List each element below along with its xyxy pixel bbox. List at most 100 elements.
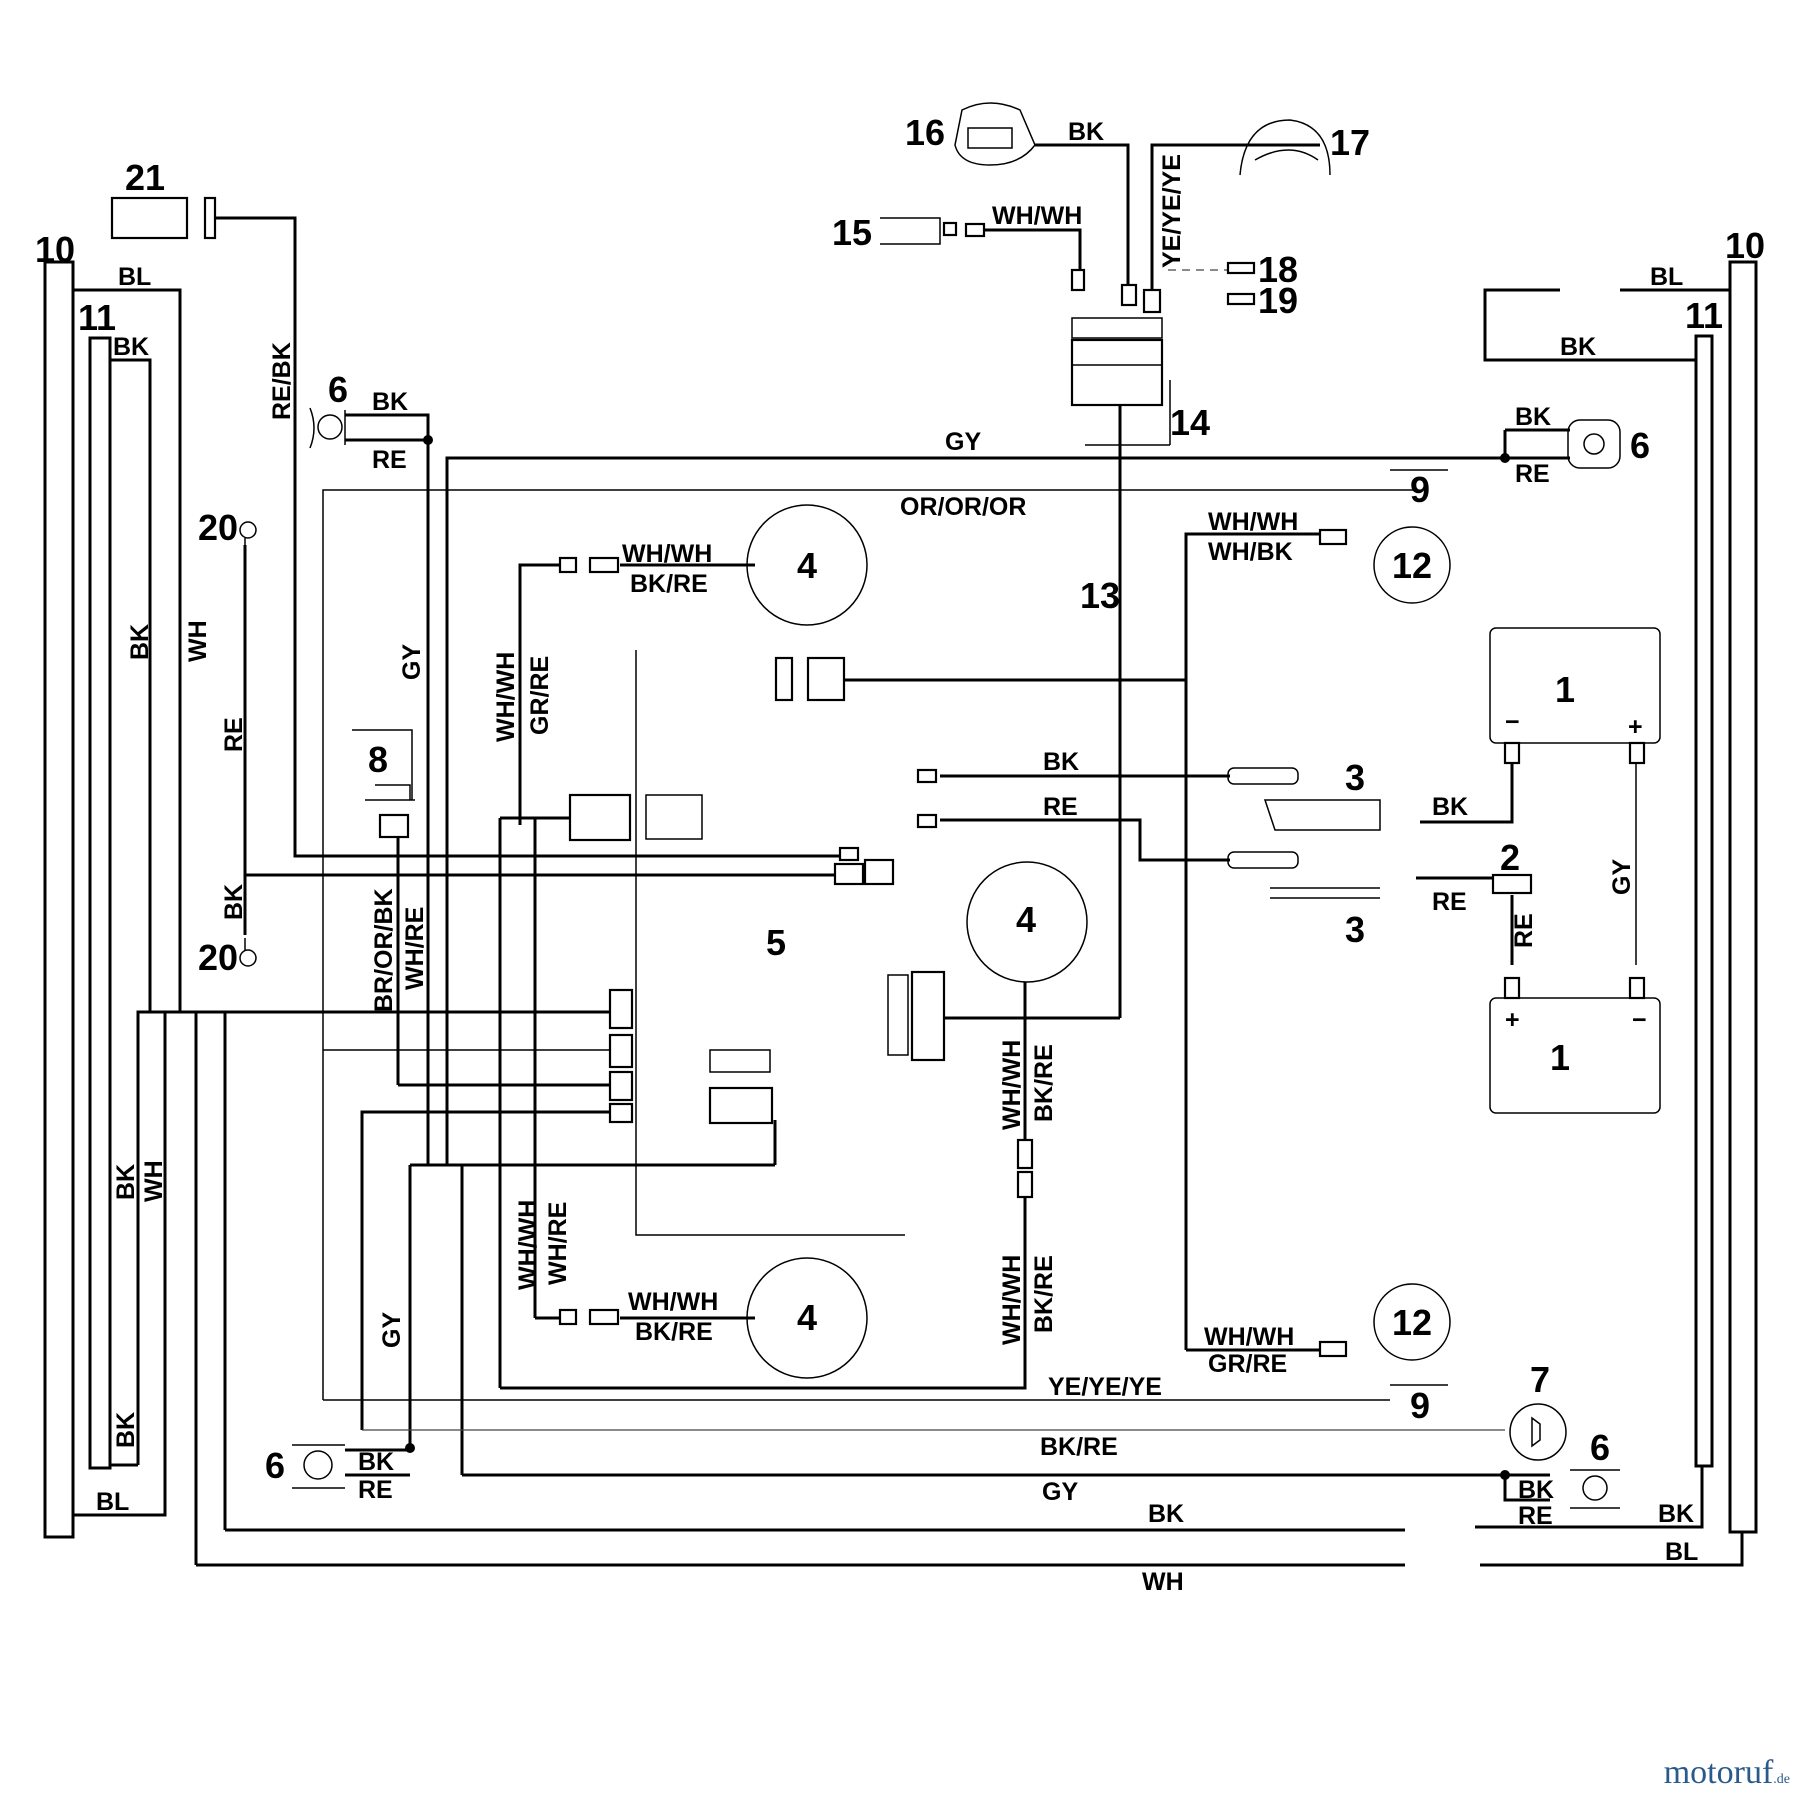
component-14-control-unit — [1070, 268, 1164, 407]
component-6-bottom-left — [292, 1444, 345, 1489]
wire-label-vertical: WH/WH — [492, 652, 520, 742]
component-4-motor-top — [746, 504, 868, 626]
label-6-top-right: 6 — [1630, 425, 1650, 466]
watermark-brand: motoruf — [1663, 1754, 1774, 1791]
wire-label: BL — [1665, 1538, 1698, 1566]
junction-dots — [405, 435, 1510, 1480]
wire-label-vertical: BK/RE — [1030, 1044, 1058, 1122]
wire-label: GR/RE — [1208, 1350, 1287, 1378]
wire-label: BK — [372, 388, 408, 416]
wire-label-vertical: BK — [112, 1412, 140, 1448]
wire-label: WH — [1142, 1568, 1184, 1596]
wire-label: BK — [1432, 793, 1468, 821]
wire-lines — [43, 143, 1758, 1567]
label-1-top: 1 — [1555, 669, 1575, 710]
rail-11-left — [88, 336, 112, 1470]
label-4-top: 4 — [797, 545, 817, 586]
label-19: 19 — [1258, 280, 1298, 321]
wire-label-vertical: BK — [112, 1164, 140, 1200]
label-6-top-left: 6 — [328, 369, 348, 410]
wire-label: BK — [113, 333, 149, 361]
watermark-logo: motoruf.de — [1664, 1754, 1790, 1792]
wire-label: WH/WH — [1208, 508, 1298, 536]
component-6-bottom-right — [1570, 1469, 1620, 1509]
wire-label: BK — [1043, 748, 1079, 776]
component-6-top-right — [1567, 419, 1621, 469]
wire-label: YE/YE/YE — [1048, 1373, 1162, 1401]
wire-label: WH/BK — [1208, 538, 1293, 566]
label-8: 8 — [368, 739, 388, 780]
label-2: 2 — [1500, 837, 1520, 878]
wire-label: WH/WH — [622, 540, 712, 568]
label-10-right: 10 — [1725, 225, 1765, 266]
wire-label: WH/WH — [1204, 1323, 1294, 1351]
label-4-bottom: 4 — [797, 1297, 817, 1338]
wire-label-vertical: RE/BK — [268, 342, 296, 420]
label-9-bottom: 9 — [1410, 1385, 1430, 1426]
component-20-bottom — [239, 938, 257, 967]
component-6-top-left — [309, 407, 346, 449]
label-10-left: 10 — [35, 229, 75, 270]
wire-label-vertical: BK — [220, 884, 248, 920]
wire-label: BK — [1560, 333, 1596, 361]
component-18-fuse — [1226, 261, 1256, 275]
label-16: 16 — [905, 112, 945, 153]
label-21: 21 — [125, 157, 165, 198]
battery-minus-top: − — [1505, 708, 1520, 736]
wire-label: BL — [118, 263, 151, 291]
wire-label: WH/WH — [992, 202, 1082, 230]
wire-label: BL — [1650, 263, 1683, 291]
wire-label: BK — [358, 1448, 394, 1476]
wire-label: BK — [1068, 118, 1104, 146]
component-12-bottom — [1373, 1283, 1451, 1361]
wire-label-vertical: WH/RE — [544, 1202, 572, 1285]
wire-label: RE — [1515, 460, 1550, 488]
wire-label: GY — [945, 428, 981, 456]
component-3-plug-bottom — [1227, 851, 1380, 899]
label-15: 15 — [832, 212, 872, 253]
component-16-dashboard — [954, 102, 1036, 166]
wire-label-vertical: RE — [220, 717, 248, 752]
battery-plus-top: + — [1628, 713, 1643, 741]
component-4-motor-middle — [966, 861, 1088, 983]
wire-label: RE — [358, 1476, 393, 1504]
label-20-bottom: 20 — [198, 937, 238, 978]
wire-label-vertical: BR/OR/BK — [370, 888, 398, 1012]
label-20-top: 20 — [198, 507, 238, 548]
wire-label: BK — [1518, 1476, 1554, 1504]
component-4-motor-bottom — [746, 1257, 868, 1379]
wire-label: BK/RE — [630, 570, 708, 598]
component-17-cover — [1239, 119, 1331, 176]
wire-label: RE — [372, 446, 407, 474]
wire-label-vertical: WH/WH — [514, 1200, 542, 1290]
battery-plus-bottom: + — [1505, 1006, 1520, 1034]
component-3-plug-top — [1227, 767, 1381, 831]
wire-label-vertical: YE/YE/YE — [1158, 154, 1186, 268]
label-4-middle: 4 — [1016, 899, 1036, 940]
wire-label-vertical: RE — [1510, 913, 1538, 948]
label-12-top: 12 — [1392, 545, 1432, 586]
label-12-bottom: 12 — [1392, 1302, 1432, 1343]
wire-label-vertical: WH/WH — [998, 1255, 1026, 1345]
component-1-battery-top — [1489, 627, 1661, 765]
wire-label-vertical: GY — [1608, 859, 1636, 895]
wire-label: WH/WH — [628, 1288, 718, 1316]
component-7-horn — [1509, 1403, 1567, 1461]
wire-label-vertical: GY — [378, 1312, 406, 1348]
rail-10-left — [43, 260, 75, 1539]
rail-11-right — [1694, 334, 1714, 1468]
wire-label-vertical: WH — [184, 620, 212, 662]
wire-label-vertical: BK — [126, 624, 154, 660]
label-3-bottom: 3 — [1345, 909, 1365, 950]
label-14: 14 — [1170, 402, 1210, 443]
wire-label-vertical: BK/RE — [1030, 1255, 1058, 1333]
component-5-connectors — [352, 528, 1348, 1358]
wire-label-vertical: GR/RE — [526, 656, 554, 735]
wire-label-vertical: GY — [398, 644, 426, 680]
label-3-top: 3 — [1345, 757, 1365, 798]
wire-label-vertical: WH — [140, 1160, 168, 1202]
component-21-switch — [110, 196, 217, 240]
component-1-battery-bottom — [1489, 976, 1661, 1114]
